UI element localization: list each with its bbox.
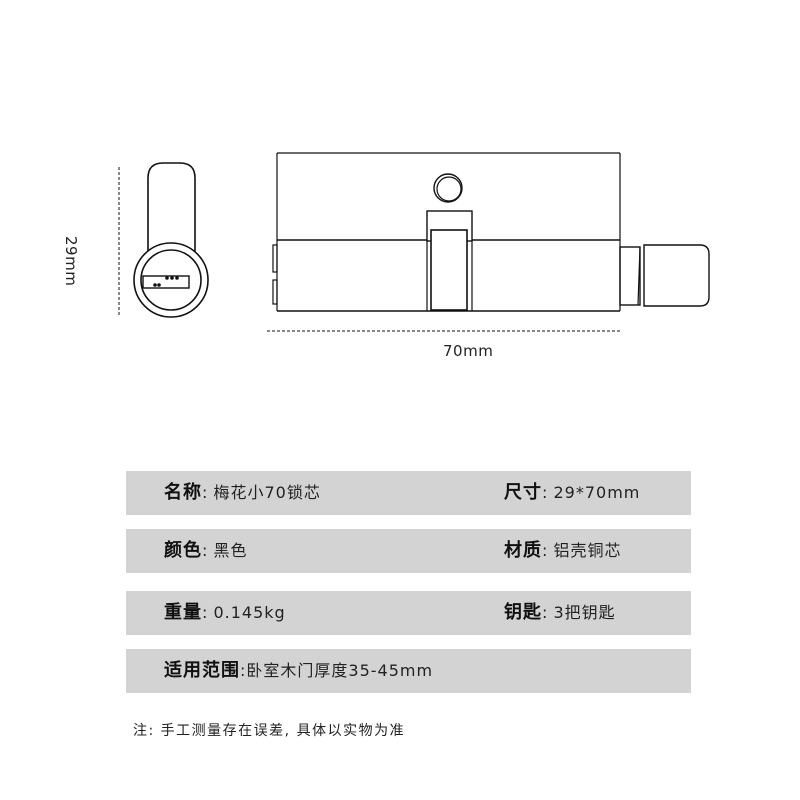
- spec-row-application: 适用范围:卧室木门厚度35-45mm: [126, 649, 691, 693]
- measurement-disclaimer: 注: 手工测量存在误差, 具体以实物为准: [133, 723, 406, 739]
- spec-separator: :: [542, 603, 549, 622]
- spec-label: 钥匙: [504, 602, 542, 623]
- spec-row-weight-keys: 重量: 0.145kg 钥匙: 3把钥匙: [126, 591, 691, 635]
- spec-weight: 重量: 0.145kg: [164, 591, 286, 635]
- spec-value: 29*70mm: [553, 483, 641, 502]
- spec-label: 尺寸: [504, 482, 542, 503]
- height-dimension-label: 29mm: [62, 236, 80, 287]
- spec-value: 3把钥匙: [553, 603, 616, 622]
- spec-value: 铝壳铜芯: [553, 541, 622, 560]
- spec-separator: :: [542, 483, 549, 502]
- spec-application-range: 适用范围:卧室木门厚度35-45mm: [164, 649, 433, 693]
- spec-label: 颜色: [164, 540, 202, 561]
- spec-material: 材质: 铝壳铜芯: [504, 529, 622, 573]
- spec-color: 颜色: 黑色: [164, 529, 248, 573]
- spec-value: 黑色: [213, 541, 248, 560]
- spec-row-color-material: 颜色: 黑色 材质: 铝壳铜芯: [126, 529, 691, 573]
- spec-name: 名称: 梅花小70锁芯: [164, 471, 321, 515]
- spec-separator: :: [202, 541, 209, 560]
- spec-size: 尺寸: 29*70mm: [504, 471, 640, 515]
- width-dimension-label: 70mm: [443, 342, 494, 360]
- spec-value: 梅花小70锁芯: [213, 483, 321, 502]
- spec-separator: :: [542, 541, 549, 560]
- spec-separator: :: [202, 483, 209, 502]
- spec-label: 材质: [504, 540, 542, 561]
- spec-separator: :: [240, 661, 247, 680]
- technical-drawing: [118, 152, 710, 332]
- front-view: [267, 152, 710, 332]
- end-view: [118, 162, 209, 318]
- spec-value: 0.145kg: [213, 603, 286, 622]
- spec-label: 重量: [164, 602, 202, 623]
- spec-value: 卧室木门厚度35-45mm: [246, 661, 434, 680]
- spec-keys: 钥匙: 3把钥匙: [504, 591, 616, 635]
- spec-row-name-size: 名称: 梅花小70锁芯 尺寸: 29*70mm: [126, 471, 691, 515]
- spec-separator: :: [202, 603, 209, 622]
- spec-label: 适用范围: [164, 660, 240, 681]
- lock-cylinder-diagram: 29mm 70mm: [62, 152, 710, 360]
- spec-label: 名称: [164, 482, 202, 503]
